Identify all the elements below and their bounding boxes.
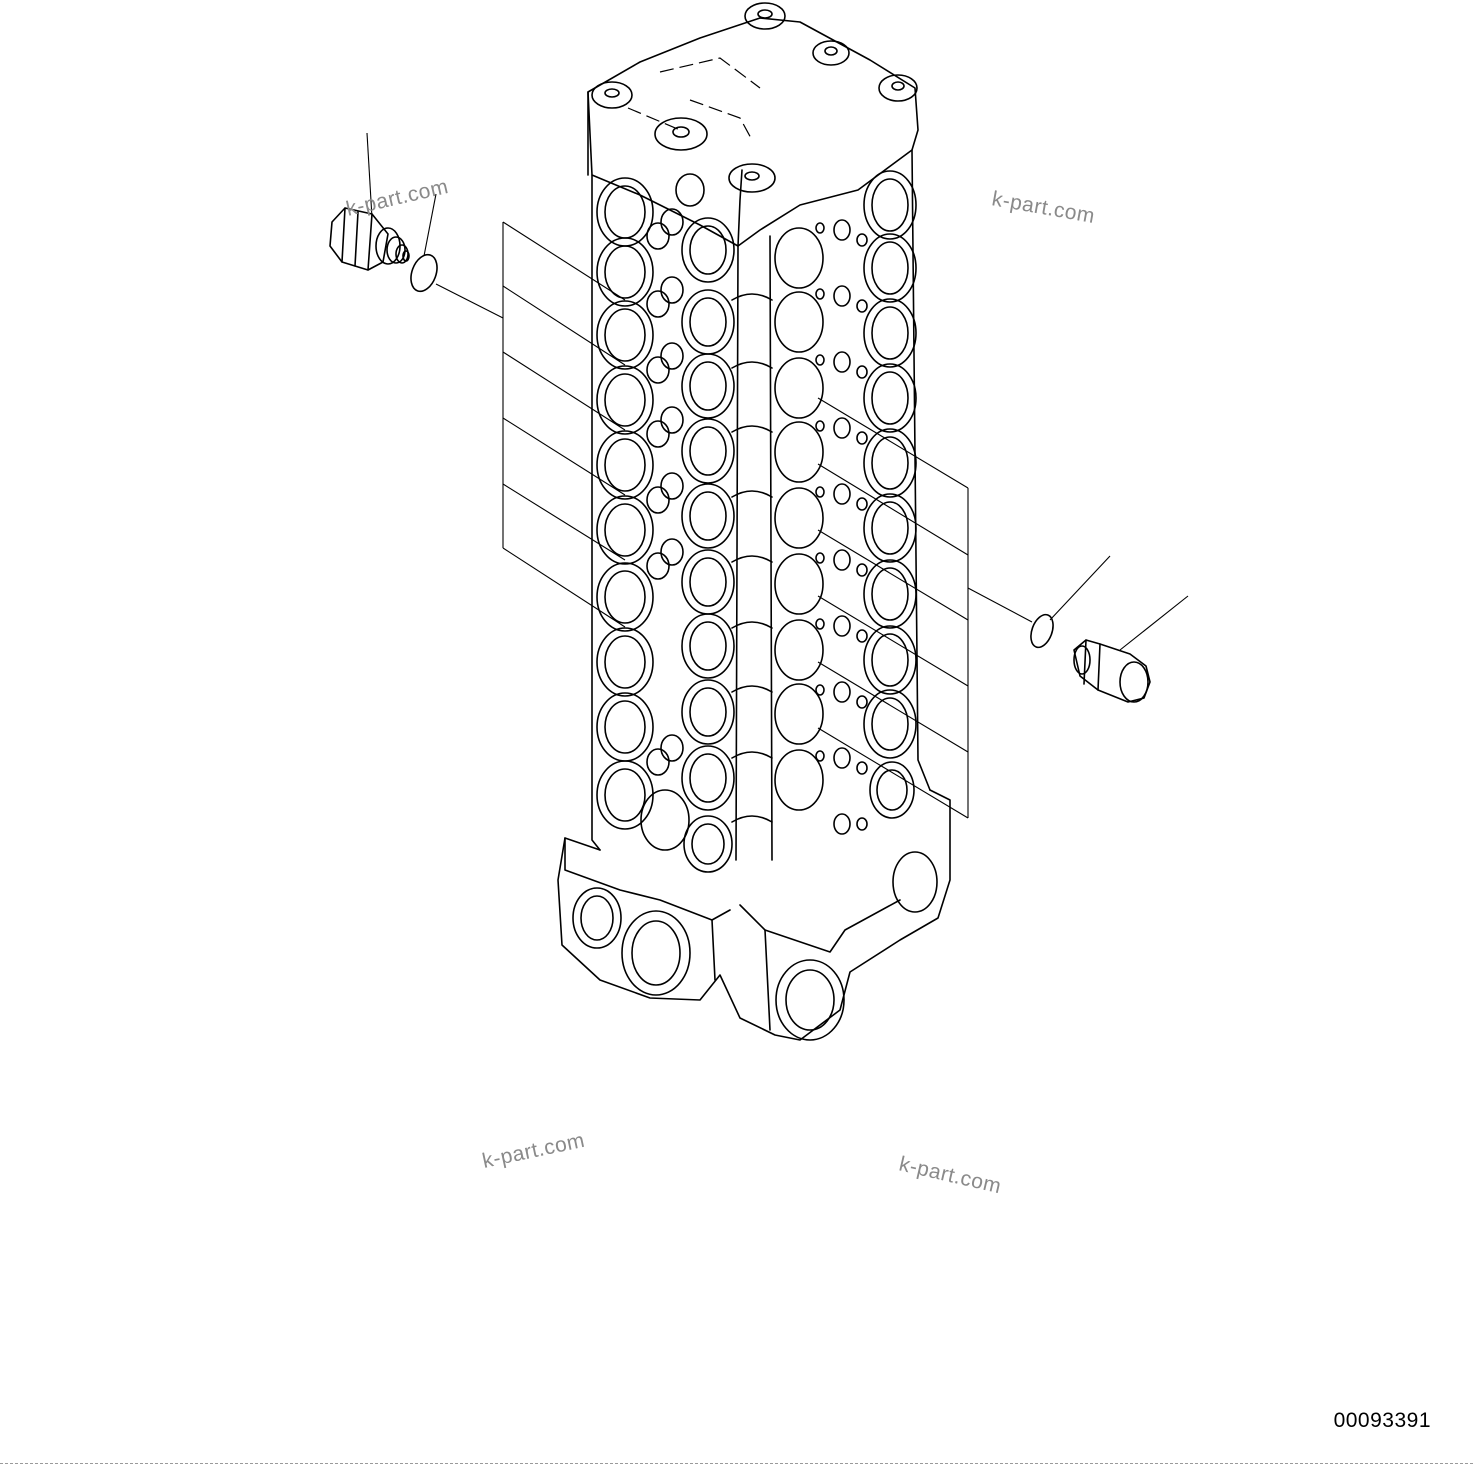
bottom-border-line — [0, 1463, 1473, 1464]
watermark: k-part.com — [897, 1152, 1004, 1198]
bottom-port — [892, 851, 938, 913]
left-ports — [596, 177, 654, 830]
body-left-face — [591, 174, 601, 851]
leader-lines — [366, 132, 1189, 819]
bottom-port — [572, 887, 622, 949]
drawing-number: 00093391 — [1333, 1409, 1431, 1432]
left-mid-ports — [640, 217, 735, 873]
pilot-ports — [646, 173, 705, 776]
watermark: k-part.com — [344, 175, 451, 221]
top-bolt — [744, 2, 786, 30]
watermark: k-part.com — [480, 1129, 587, 1173]
body-right-face — [911, 149, 931, 791]
valve-body — [557, 2, 951, 1041]
section-dividers — [731, 293, 773, 823]
right-relief-valve-part[interactable] — [1073, 639, 1151, 703]
left-relief-valve-part[interactable] — [329, 207, 410, 271]
top-bolt — [812, 40, 850, 66]
right-o-ring-part[interactable] — [1027, 612, 1057, 651]
top-bolt — [654, 117, 708, 151]
bottom-port — [775, 959, 845, 1041]
bottom-end-block — [557, 789, 951, 1041]
top-bolt — [878, 74, 918, 102]
watermark: k-part.com — [990, 187, 1097, 228]
bottom-port — [621, 910, 691, 996]
right-small-holes — [815, 219, 868, 835]
right-ports — [774, 170, 917, 819]
top-bolt — [591, 81, 633, 109]
left-o-ring-part[interactable] — [406, 251, 442, 295]
top-end-cap — [587, 17, 919, 247]
top-bolt — [728, 163, 776, 193]
